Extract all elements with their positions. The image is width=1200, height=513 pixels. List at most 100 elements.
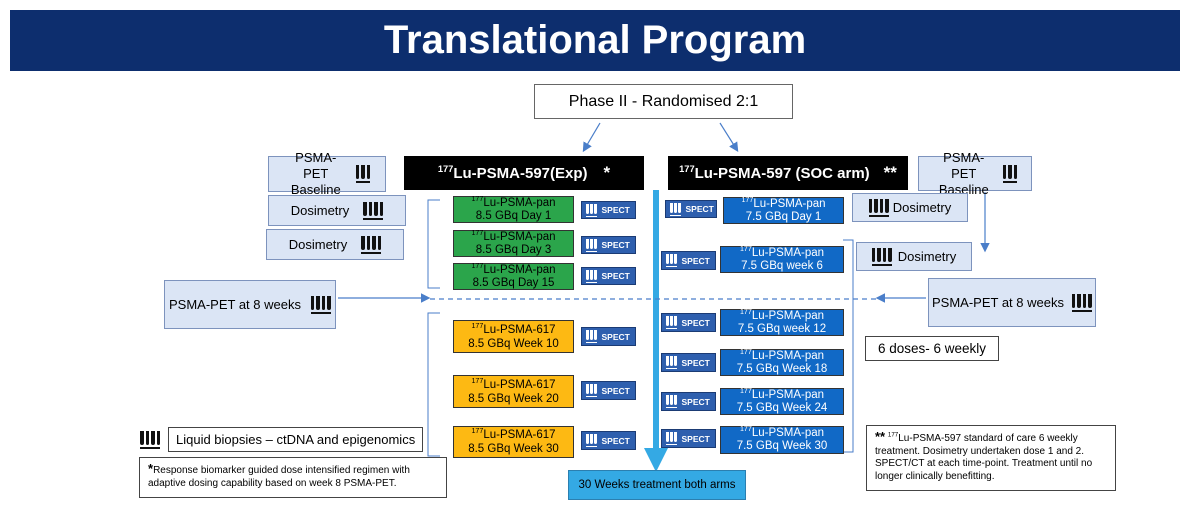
test-tubes-icon [666,356,677,369]
left-dosimetry-label-1: Dosimetry [290,202,350,218]
left-dosimetry-box-2: Dosimetry [266,229,404,260]
soc-dose-box-2: 177Lu-PSMA-pan 7.5 GBq week 6 [720,244,844,273]
exp-arm-mark: * [603,163,611,182]
right-pet-baseline-box: PSMA-PET Baseline [918,150,1032,197]
dose-schedule: 8.5 GBq Week 10 [468,337,559,350]
legend: Liquid biopsies – ctDNA and epigenomics [140,427,424,452]
drug-name: Lu-PSMA-pan [483,196,556,209]
soc-spect-3: SPECT [661,313,716,332]
test-tubes-icon [666,254,677,267]
test-tubes-icon [666,316,677,329]
spect-label: SPECT [601,271,630,281]
spect-label: SPECT [601,435,630,446]
exp-dose-box-2: 177Lu-PSMA-pan 8.5 GBq Day 3 [453,228,574,257]
test-tubes-icon [140,430,160,449]
spect-label: SPECT [601,240,630,250]
footnote-soc: ** 177Lu-PSMA-597 standard of care 6 wee… [866,425,1116,491]
drug-name: Lu-PSMA-pan [751,246,825,259]
exp-spect-6: SPECT [581,431,636,450]
spect-label: SPECT [681,357,710,368]
spect-label: SPECT [601,205,630,215]
soc-spect-5: SPECT [661,392,716,411]
right-dosimetry-label-2: Dosimetry [897,248,957,264]
phase-box: Phase II - Randomised 2:1 [534,84,793,119]
dose-schedule: 7.5 GBq Day 1 [745,210,822,223]
test-tubes-icon [666,395,677,408]
dose-schedule: 7.5 GBq Week 18 [736,362,828,375]
dose-schedule: 8.5 GBq Day 3 [475,243,552,256]
left-pet-baseline-box: PSMA-PET Baseline [268,150,386,197]
left-dosimetry-label-2: Dosimetry [288,236,348,252]
dose-schedule: 8.5 GBq Week 20 [468,392,559,405]
isotope-prefix: 177 [471,228,484,237]
exp-spect-5: SPECT [581,381,636,400]
test-tubes-icon [871,247,892,266]
test-tubes-icon [586,269,597,283]
isotope-prefix: 177 [739,425,752,434]
spect-label: SPECT [681,255,710,266]
footnote-exp-mark: * [148,461,154,476]
exp-arm-header: 177Lu-PSMA-597(Exp) * [404,156,644,190]
spect-label: SPECT [681,433,710,444]
footnote-soc-mark: ** [875,429,886,444]
drug-name: Lu-PSMA-617 [483,323,556,336]
dose-schedule: 8.5 GBq Day 1 [475,209,552,222]
exp-arm-prefix: 177 [437,163,454,174]
soc-arm-label: Lu-PSMA-597 (SOC arm) [694,164,870,182]
six-doses-label: 6 doses- 6 weekly [865,336,999,361]
bracket-green [427,199,440,289]
drug-name: Lu-PSMA-pan [751,349,825,362]
exp-spect-4: SPECT [581,327,636,346]
right-pet-8-weeks-label: PSMA-PET at 8 weeks [932,294,1064,310]
isotope-prefix: 177 [741,195,754,204]
spect-label: SPECT [601,331,630,342]
drug-name: Lu-PSMA-pan [751,427,825,439]
drug-name: Lu-PSMA-617 [483,378,556,391]
drug-name: Lu-PSMA-pan [483,263,556,276]
right-dosimetry-label-1: Dosimetry [892,199,952,215]
footnote-soc-prefix: 177 [887,431,899,439]
exp-dose-box-6: 177Lu-PSMA-617 8.5 GBq Week 30 [453,426,574,458]
spect-label: SPECT [681,396,710,407]
spect-label: SPECT [601,385,630,396]
test-tubes-icon [1071,293,1092,312]
exp-spect-2: SPECT [581,236,636,254]
left-pet-8-weeks-label: PSMA-PET at 8 weeks [169,296,301,312]
isotope-prefix: 177 [739,244,752,253]
isotope-prefix: 177 [739,307,752,316]
soc-spect-2: SPECT [661,251,716,270]
isotope-prefix: 177 [471,427,484,436]
test-tubes-icon [586,434,597,447]
spect-label: SPECT [685,204,714,214]
exp-arm-label: Lu-PSMA-597(Exp) [453,164,588,182]
soc-spect-1: SPECT [665,200,717,218]
left-dosimetry-box-1: Dosimetry [268,195,406,226]
dose-schedule: 7.5 GBq week 6 [741,259,823,272]
dose-schedule: 7.5 GBq Week 24 [736,401,828,414]
exp-spect-3: SPECT [581,267,636,285]
soc-dose-box-4: 177Lu-PSMA-pan 7.5 GBq Week 18 [720,347,844,376]
left-pet-8-weeks-box: PSMA-PET at 8 weeks [164,280,336,329]
phase-to-soc-arrow [719,122,739,153]
dose-schedule: 8.5 GBq Week 30 [468,443,559,455]
spect-label: SPECT [681,317,710,328]
test-tubes-icon [355,165,371,183]
legend-label: Liquid biopsies – ctDNA and epigenomics [168,427,424,452]
right-dosimetry-box-1: Dosimetry [852,193,968,222]
soc-dose-box-3: 177Lu-PSMA-pan 7.5 GBq week 12 [720,307,844,336]
drug-name: Lu-PSMA-pan [483,230,556,243]
test-tubes-icon [363,201,384,220]
dose-schedule: 8.5 GBq Day 15 [472,276,555,289]
soc-spect-4: SPECT [661,353,716,372]
dose-schedule: 7.5 GBq Week 30 [736,440,828,452]
soc-dose-box-1: 177Lu-PSMA-pan 7.5 GBq Day 1 [723,195,844,224]
soc-arm-mark: ** [883,163,897,182]
footnote-soc-text: Lu-PSMA-597 standard of care 6 weekly tr… [875,433,1093,482]
test-tubes-icon [361,235,382,254]
page-title: Translational Program [10,10,1180,71]
exp-dose-box-4: 177Lu-PSMA-617 8.5 GBq Week 10 [453,320,574,353]
exp-dose-box-3: 177Lu-PSMA-pan 8.5 GBq Day 15 [453,262,574,290]
isotope-prefix: 177 [739,347,752,356]
footnote-exp: *Response biomarker guided dose intensif… [139,457,447,498]
test-tubes-icon [670,202,681,216]
